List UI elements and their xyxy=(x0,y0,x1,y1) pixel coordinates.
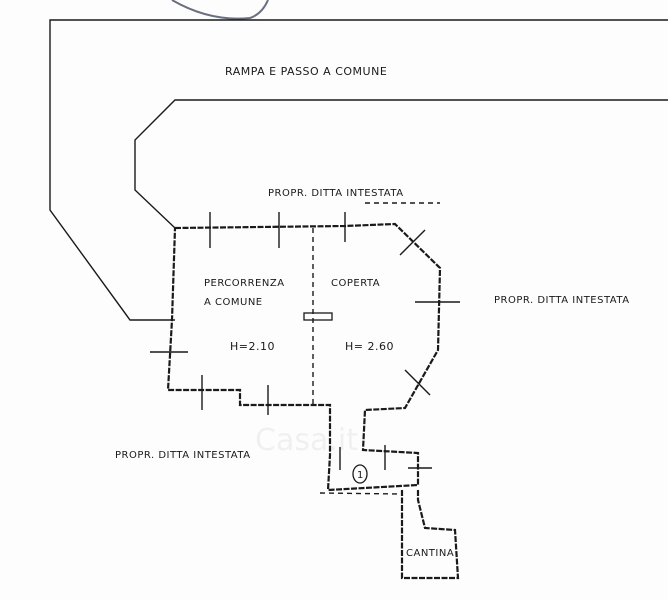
unit-number-circle xyxy=(352,464,368,484)
label-room-line2: A COMUNE xyxy=(204,297,263,308)
label-cellar: CANTINA xyxy=(406,548,454,559)
room-walls xyxy=(166,222,442,492)
cellar-walls xyxy=(400,490,460,580)
label-height-left: H=2.10 xyxy=(230,340,275,353)
label-owner-left: PROPR. DITTA INTESTATA xyxy=(115,450,251,461)
label-room-covered: COPERTA xyxy=(331,278,380,289)
label-ramp: RAMPA E PASSO A COMUNE xyxy=(225,65,387,78)
ramp-outer-line xyxy=(49,19,668,321)
boundary-ticks xyxy=(150,212,460,470)
label-room-line1: PERCORRENZA xyxy=(204,278,285,289)
label-owner-top: PROPR. DITTA INTESTATA xyxy=(268,188,404,199)
label-unit-number: 1 xyxy=(357,470,364,481)
boundary-dashed xyxy=(319,492,401,495)
ramp-inner-line xyxy=(134,99,668,229)
beam-symbol xyxy=(303,312,333,321)
label-owner-right: PROPR. DITTA INTESTATA xyxy=(494,295,630,306)
stamp-fragment xyxy=(171,0,269,20)
watermark: Casa.it xyxy=(255,423,358,458)
label-height-right: H= 2.60 xyxy=(345,340,394,353)
